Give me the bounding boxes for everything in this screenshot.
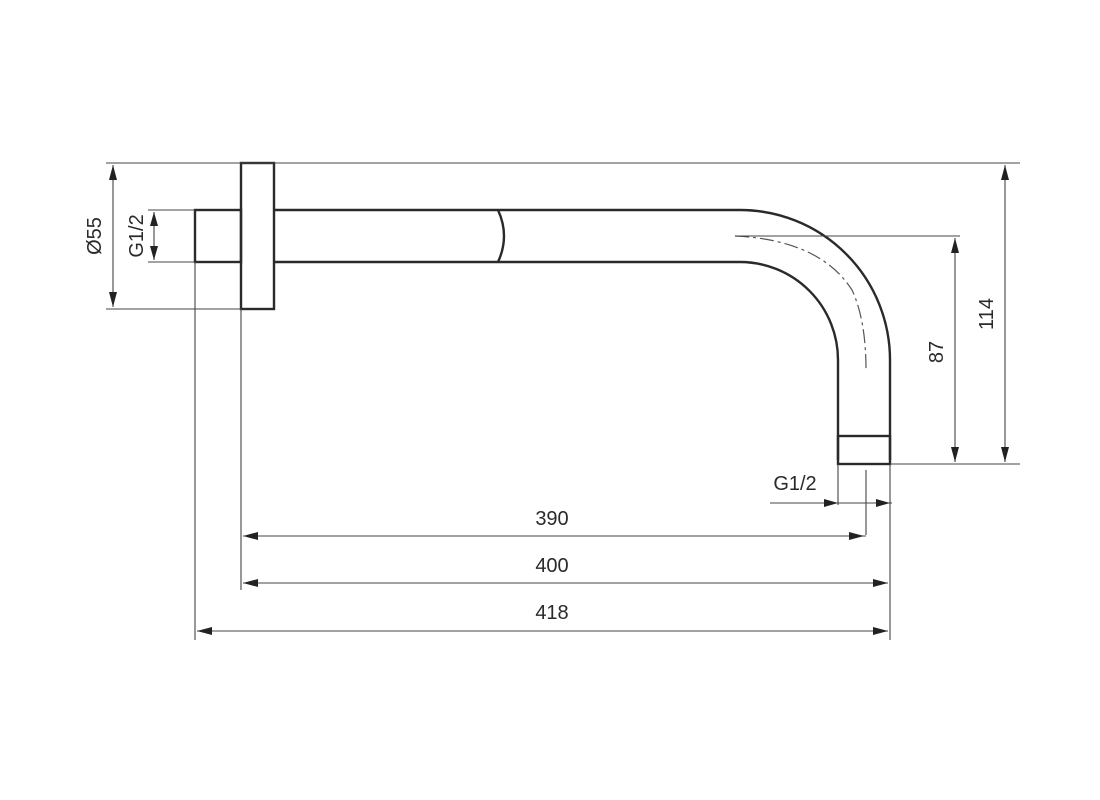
label-flange-diameter: Ø55: [84, 217, 106, 255]
dim-outlet-thread: [770, 499, 892, 507]
label-length-390: 390: [535, 508, 568, 530]
dim-inlet-thread: [150, 212, 158, 260]
label-height-114: 114: [976, 298, 998, 330]
label-outlet-thread: G1/2: [773, 473, 816, 495]
dim-length-390: [243, 532, 866, 540]
dim-length-418: [197, 627, 888, 635]
wall-flange: [239, 161, 276, 311]
centerline: [734, 235, 867, 371]
arm-pipe: [274, 208, 892, 460]
dim-flange-diameter: [109, 165, 117, 307]
dim-length-400: [243, 579, 888, 587]
label-inlet-thread: G1/2: [126, 214, 148, 257]
label-drop-87: 87: [926, 341, 948, 363]
extension-lines: [106, 162, 1020, 640]
inlet-thread-stub: [193, 208, 243, 264]
label-length-400: 400: [535, 555, 568, 577]
dim-drop-87: [951, 238, 959, 462]
outlet-thread: [836, 434, 892, 466]
label-length-418: 418: [535, 602, 568, 624]
dim-height-114: [1001, 165, 1009, 462]
